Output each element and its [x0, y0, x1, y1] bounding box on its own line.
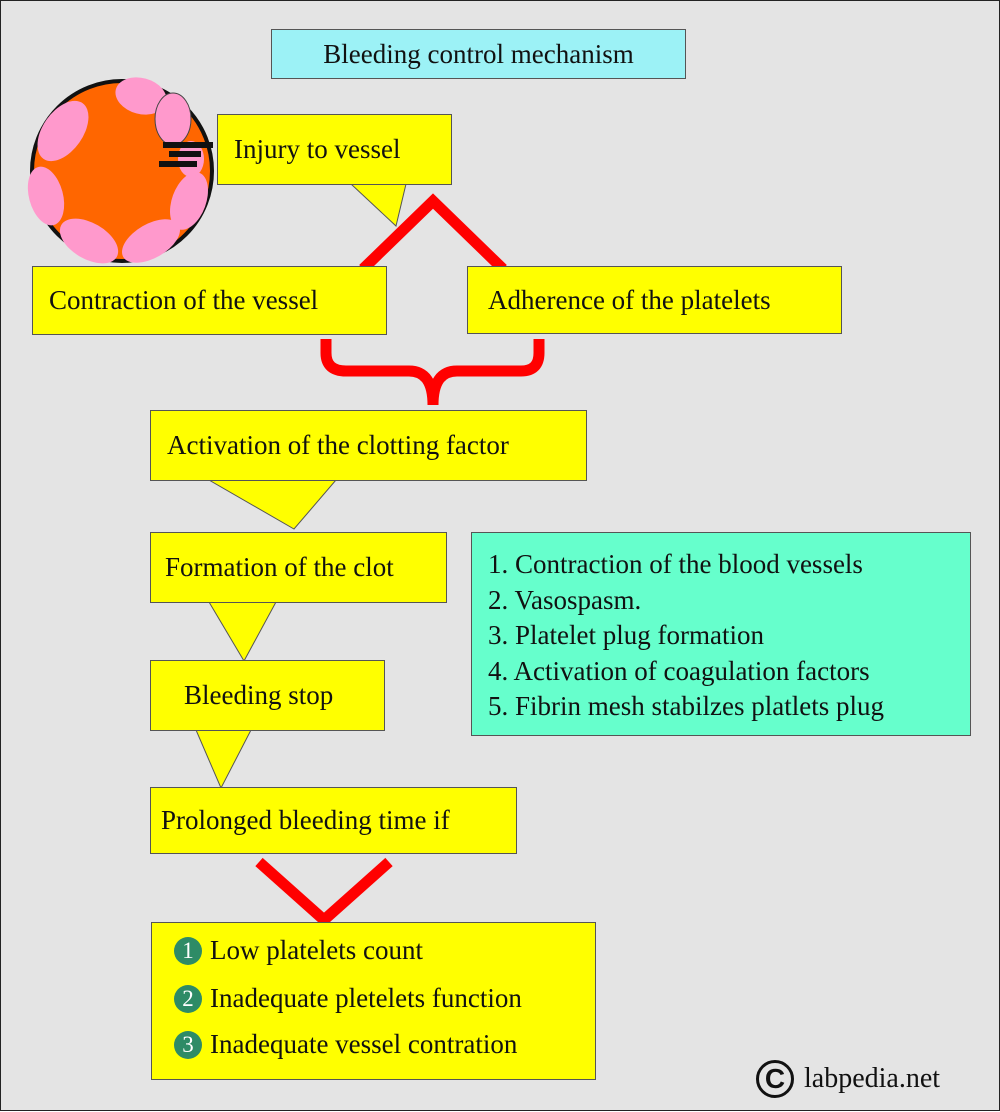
contraction-node: Contraction of the vessel [32, 266, 387, 335]
injury-pointer [349, 183, 407, 227]
step-item: 5. Fibrin mesh stabilzes platlets plug [488, 691, 884, 721]
clot-pointer [208, 601, 277, 663]
step-item: 3. Platelet plug formation [488, 620, 764, 650]
copyright-credit: C labpedia.net [756, 1060, 940, 1098]
stop-pointer [195, 729, 252, 790]
clot-node: Formation of the clot [150, 532, 447, 603]
cause-text: Low platelets count [210, 935, 423, 965]
step-item: 1. Contraction of the blood vessels [488, 549, 863, 579]
mechanism-steps-box: 1. Contraction of the blood vessels 2. V… [471, 532, 971, 736]
blood-vessel-illustration [27, 77, 214, 264]
number-badge: 2 [174, 984, 202, 1013]
causes-connector [255, 857, 393, 928]
cause-item: 3 Inadequate vessel contration [174, 1029, 517, 1060]
causes-box: 1 Low platelets count 2 Inadequate plete… [151, 922, 596, 1080]
number-badge: 1 [174, 936, 202, 965]
injury-node: Injury to vessel [217, 114, 452, 185]
cause-text: Inadequate vessel contration [210, 1029, 518, 1059]
step-item: 4. Activation of coagulation factors [488, 655, 870, 686]
adherence-node: Adherence of the platelets [467, 266, 842, 334]
prolonged-bleeding-node: Prolonged bleeding time if [150, 787, 517, 854]
split-connector [359, 193, 507, 273]
copyright-icon: C [756, 1060, 794, 1098]
diagram-title: Bleeding control mechanism [271, 29, 686, 79]
activation-node: Activation of the clotting factor [150, 410, 587, 481]
credit-text: labpedia.net [804, 1063, 941, 1094]
number-badge: 3 [174, 1030, 202, 1059]
bleeding-stop-node: Bleeding stop [150, 660, 385, 731]
activation-pointer [207, 479, 338, 530]
merge-brace-connector [320, 339, 545, 406]
cause-item: 1 Low platelets count [174, 935, 423, 966]
cause-text: Inadequate pletelets function [210, 983, 522, 1013]
cause-item: 2 Inadequate pletelets function [174, 983, 522, 1014]
step-item: 2. Vasospasm. [488, 584, 642, 615]
